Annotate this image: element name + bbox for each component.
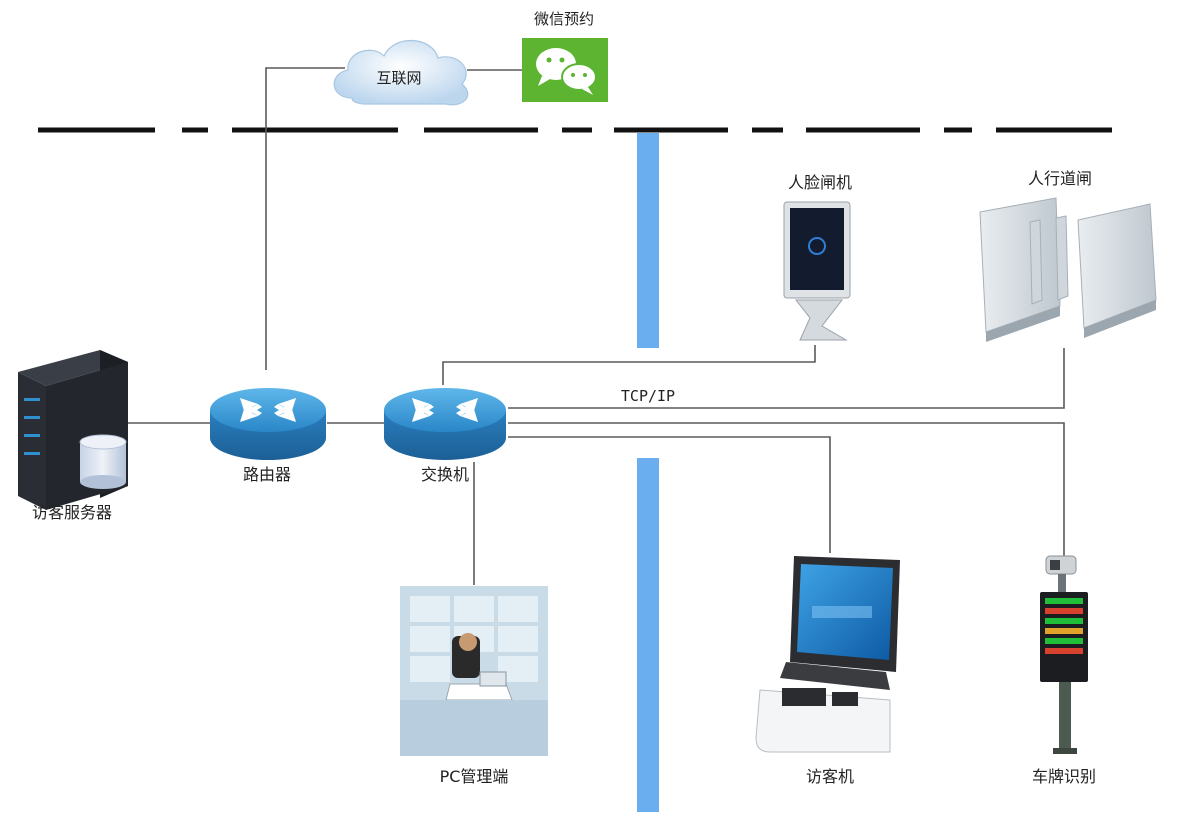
visitor-kiosk-label: 访客机 <box>806 767 854 786</box>
wechat-label: 微信预约 <box>534 10 594 28</box>
switch-label: 交换机 <box>421 465 469 484</box>
database-icon <box>79 434 127 489</box>
internet-cloud-icon <box>333 39 469 106</box>
face-gate-label: 人脸闸机 <box>788 173 852 192</box>
wechat-icon <box>522 38 608 102</box>
plate-recognition-label: 车牌识别 <box>1032 767 1096 786</box>
switch-icon <box>384 388 506 460</box>
server-label: 访客服务器 <box>32 503 112 522</box>
router-label: 路由器 <box>243 465 291 484</box>
pedestrian-gate-icon <box>979 197 1157 342</box>
face-gate-icon <box>783 201 851 341</box>
pc-admin-label: PC管理端 <box>440 767 509 786</box>
divider-lower <box>637 458 659 812</box>
plate-recognition-icon <box>1040 555 1088 754</box>
connection-lines <box>128 67 1065 585</box>
internet-label: 互联网 <box>376 69 421 87</box>
tcp-ip-label: TCP/IP <box>621 387 675 405</box>
router-icon <box>210 388 326 460</box>
visitor-kiosk-icon <box>755 556 900 753</box>
pc-admin-icon <box>400 586 548 756</box>
pedestrian-gate-label: 人行道闸 <box>1028 169 1092 188</box>
divider-upper <box>637 133 659 348</box>
